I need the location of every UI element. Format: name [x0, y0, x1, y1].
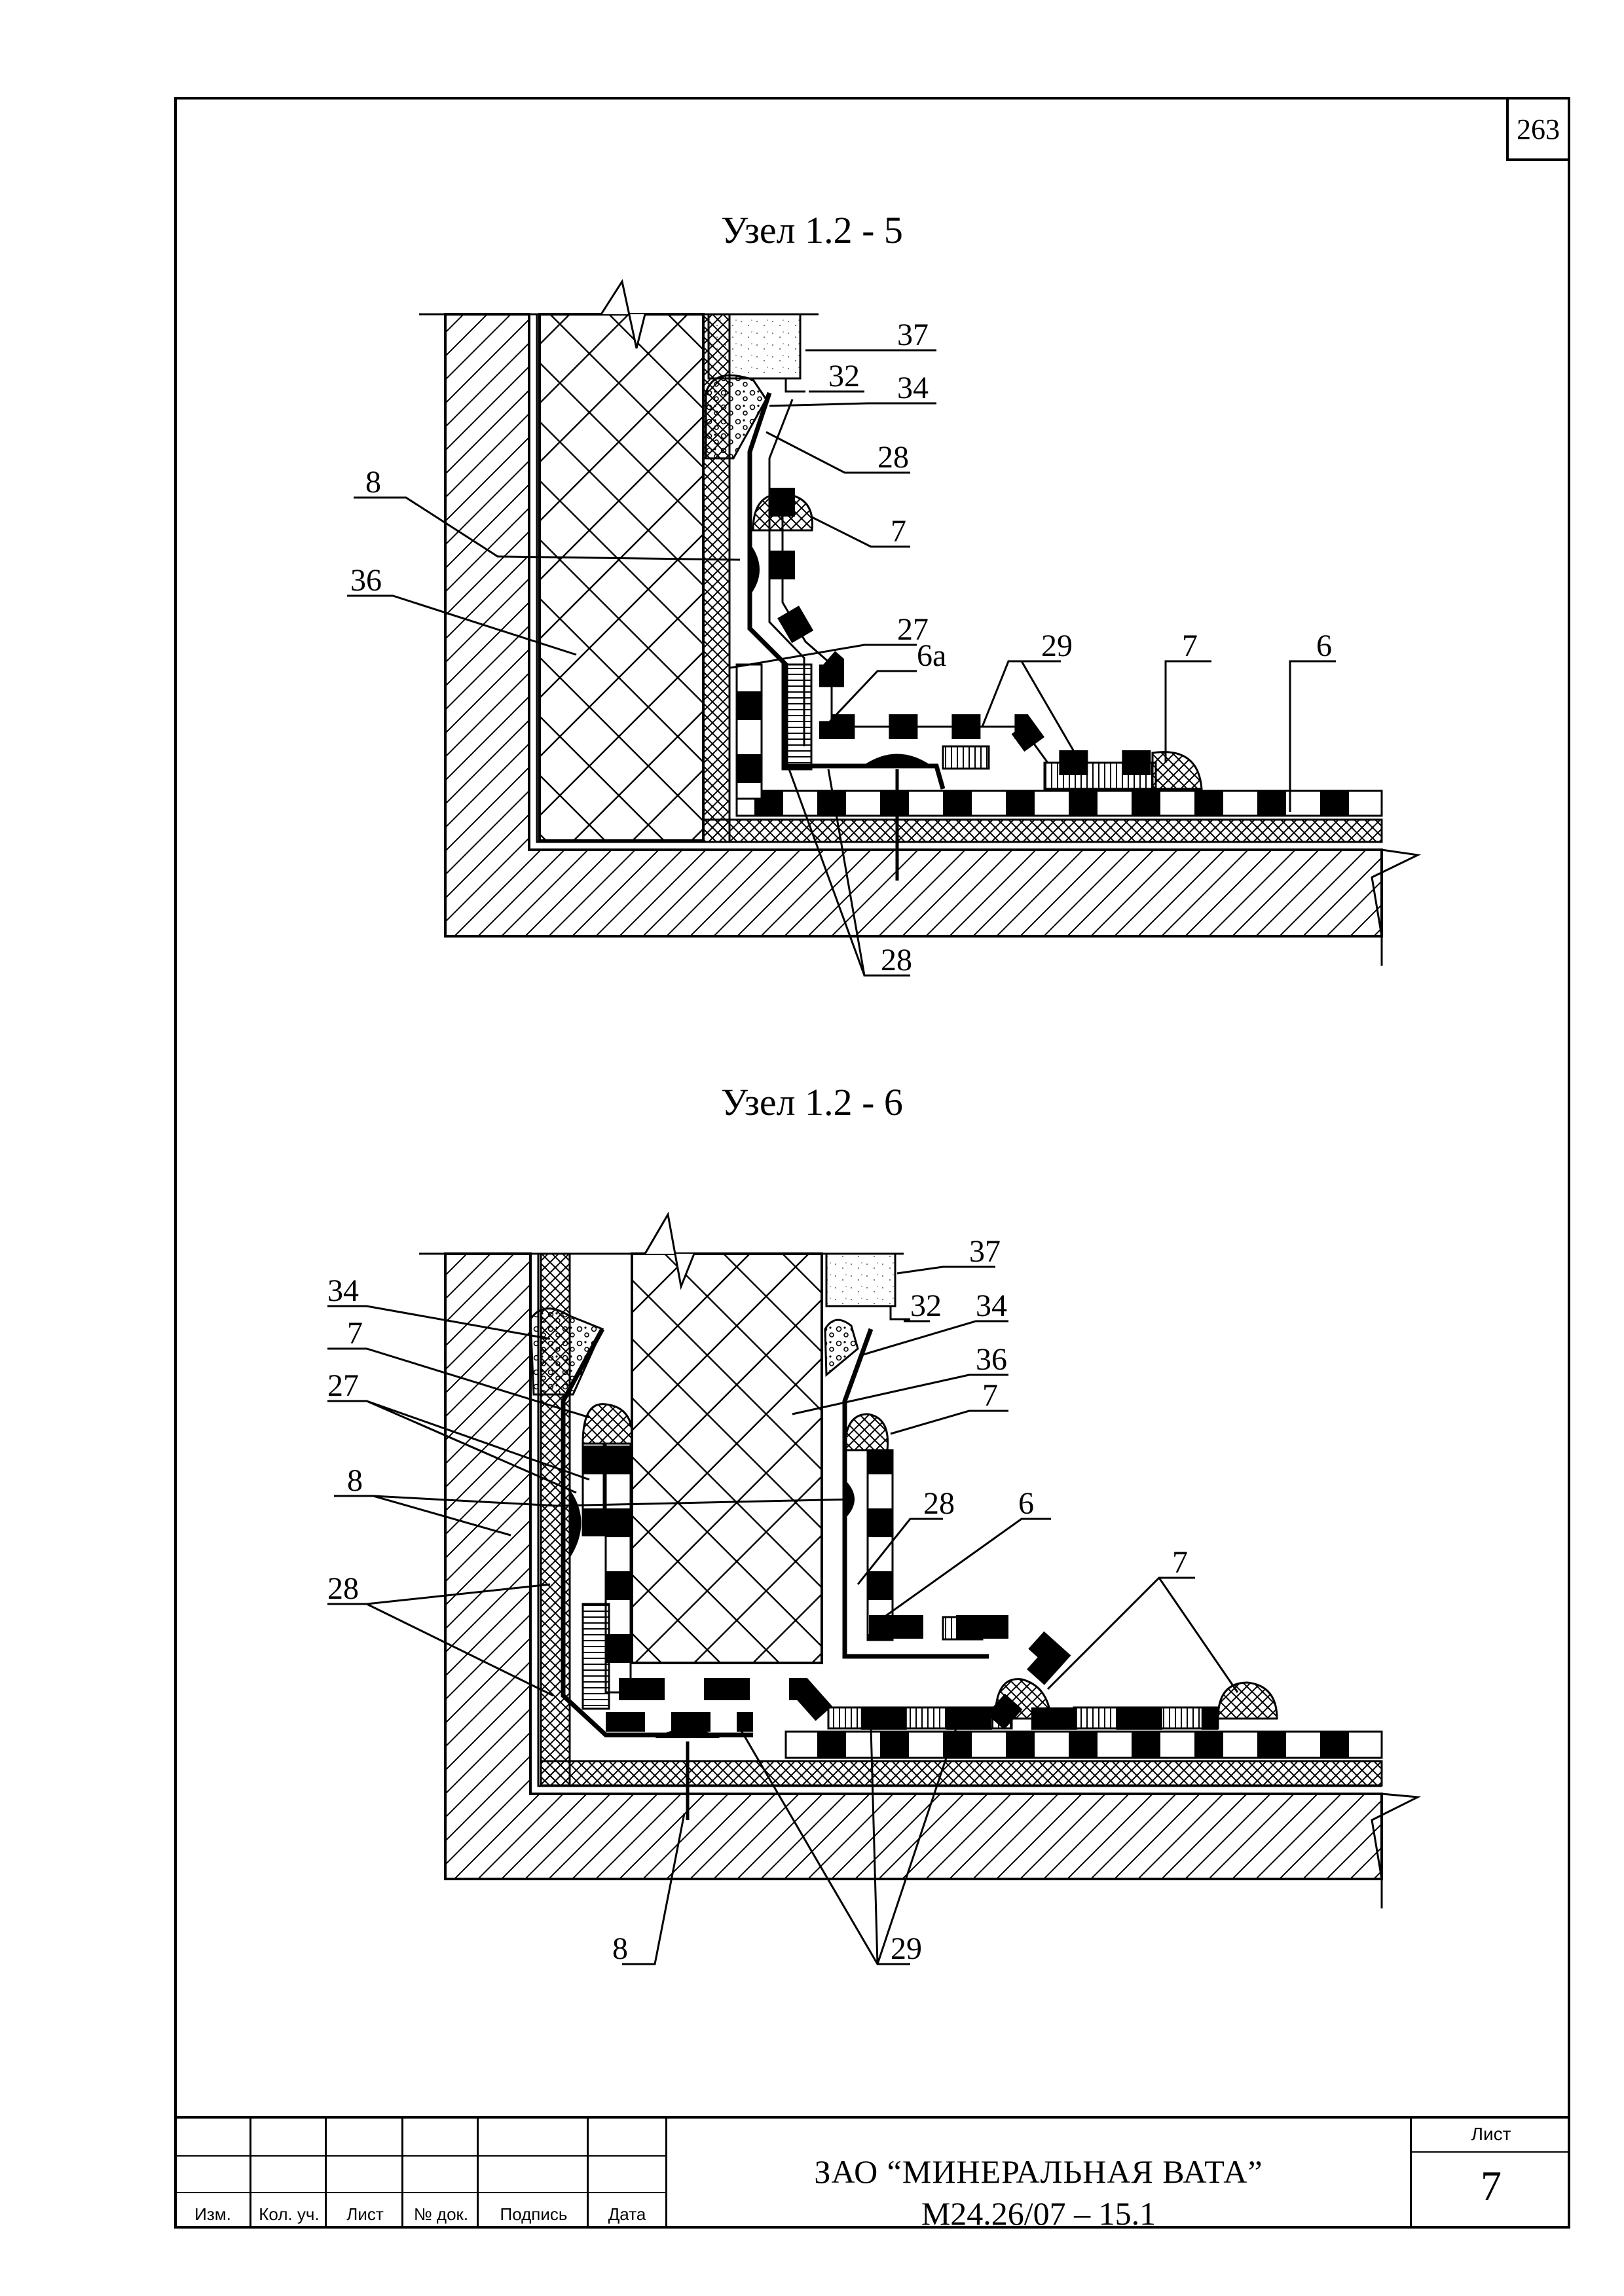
column-izm: Изм.: [194, 2204, 231, 2224]
column-signature: Подпись: [500, 2204, 568, 2224]
callout-29: 29: [1041, 629, 1073, 663]
callout-36: 36: [976, 1342, 1007, 1377]
callout-37: 37: [897, 318, 929, 352]
callout-34b: 34: [976, 1288, 1007, 1323]
title-block: Изм. Кол. уч. Лист № док. Подпись Дата З…: [174, 2116, 1570, 2232]
callout-28: 28: [923, 1486, 955, 1521]
callout-8: 8: [365, 465, 381, 500]
sealant-7-top: [752, 493, 813, 532]
insulation-slab-36b: [631, 1252, 823, 1664]
callout-29: 29: [891, 1931, 922, 1966]
callout-7: 7: [891, 514, 906, 549]
sheet-number-block: Лист 7: [1410, 2119, 1570, 2229]
node-2-drawing: 37 34 32 34 7 36 27 7 8 28 6 28 7 8 29: [327, 1211, 1422, 1966]
node-title-1: Узел 1.2 - 5: [721, 209, 903, 251]
callout-28b: 28: [881, 943, 912, 977]
callout-28: 28: [877, 440, 909, 475]
callout-7c: 7: [1172, 1545, 1188, 1580]
callout-8b: 8: [612, 1931, 628, 1966]
insulation-slab-36: [538, 313, 705, 842]
callout-7b: 7: [1182, 629, 1198, 663]
callout-7b: 7: [982, 1378, 998, 1413]
revision-table: Изм. Кол. уч. Лист № док. Подпись Дата: [174, 2119, 665, 2229]
page-number: 263: [1506, 97, 1570, 161]
column-list: Лист: [346, 2204, 384, 2224]
sealant-7-right: [1151, 751, 1203, 790]
organization-name: ЗАО “МИНЕРАЛЬНАЯ ВАТА”: [814, 2153, 1263, 2190]
callout-37: 37: [969, 1234, 1001, 1269]
callout-34: 34: [897, 371, 929, 405]
node-title-2: Узел 1.2 - 6: [721, 1081, 903, 1123]
callout-6: 6: [1018, 1486, 1034, 1521]
node-1-drawing: 37 32 34 28 8 7 36 27 6а 29 7 6 28: [347, 279, 1422, 977]
callout-6: 6: [1316, 629, 1332, 663]
callout-32: 32: [910, 1288, 942, 1323]
sealant-34-left: [529, 1307, 604, 1396]
leaders-node-1: [347, 349, 1336, 977]
sheet-label: Лист: [1471, 2124, 1511, 2144]
callout-6a: 6а: [917, 638, 946, 673]
sealant-34-right: [824, 1319, 859, 1377]
callout-27: 27: [327, 1368, 359, 1403]
callout-7: 7: [347, 1316, 363, 1351]
sealant-34: [705, 374, 767, 460]
document-code: М24.26/07 – 15.1: [921, 2195, 1156, 2232]
column-date: Дата: [608, 2204, 646, 2224]
column-kol-uch: Кол. уч.: [259, 2204, 320, 2224]
callout-28b: 28: [327, 1571, 359, 1606]
callout-27: 27: [897, 612, 929, 647]
leaders-node-2: [327, 1266, 1239, 1965]
sheet-number: 7: [1481, 2162, 1502, 2209]
callout-36: 36: [350, 563, 382, 598]
sheet-frame: [174, 97, 1570, 2229]
callouts-node-1: 37 32 34 28 8 7 36 27 6а 29 7 6 28: [350, 318, 1332, 977]
callout-8: 8: [347, 1463, 363, 1498]
column-doc-no: № док.: [413, 2204, 469, 2224]
callout-32: 32: [828, 359, 860, 393]
organization-block: ЗАО “МИНЕРАЛЬНАЯ ВАТА” М24.26/07 – 15.1: [665, 2119, 1410, 2232]
callouts-node-2: 37 34 32 34 7 36 27 7 8 28 6 28 7 8 29: [327, 1234, 1188, 1966]
callout-34: 34: [327, 1273, 359, 1308]
